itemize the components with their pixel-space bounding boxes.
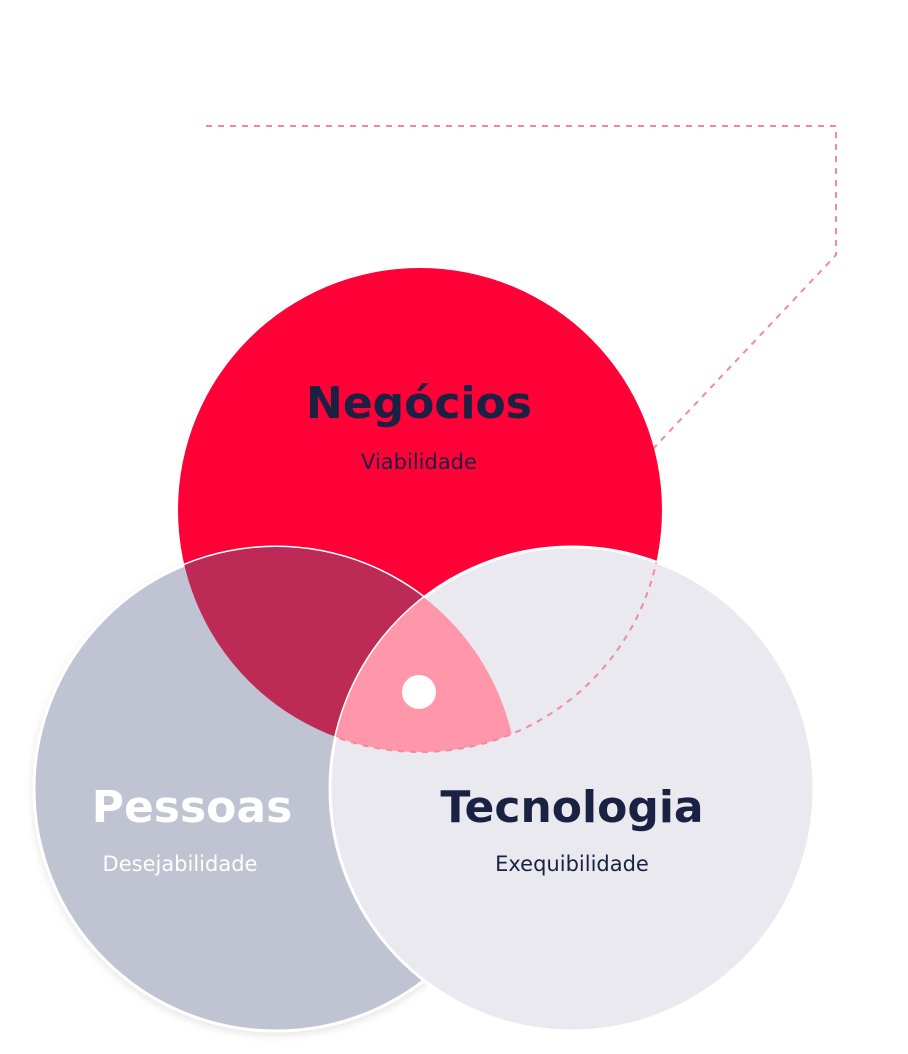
- pessoas-subtitle: Desejabilidade: [103, 852, 258, 876]
- negocios-title: Negócios: [306, 378, 532, 429]
- center-overlap: [330, 547, 518, 752]
- tecnologia-title: Tecnologia: [440, 782, 703, 833]
- pessoas-title: Pessoas: [92, 782, 293, 833]
- diagram-header: Inovação de Experiência: [218, 57, 739, 101]
- dashed-connector-line: [206, 125, 837, 453]
- negocios-subtitle: Viabilidade: [361, 450, 477, 474]
- tecnologia-subtitle: Exequibilidade: [495, 852, 649, 876]
- center-dot: [402, 675, 436, 709]
